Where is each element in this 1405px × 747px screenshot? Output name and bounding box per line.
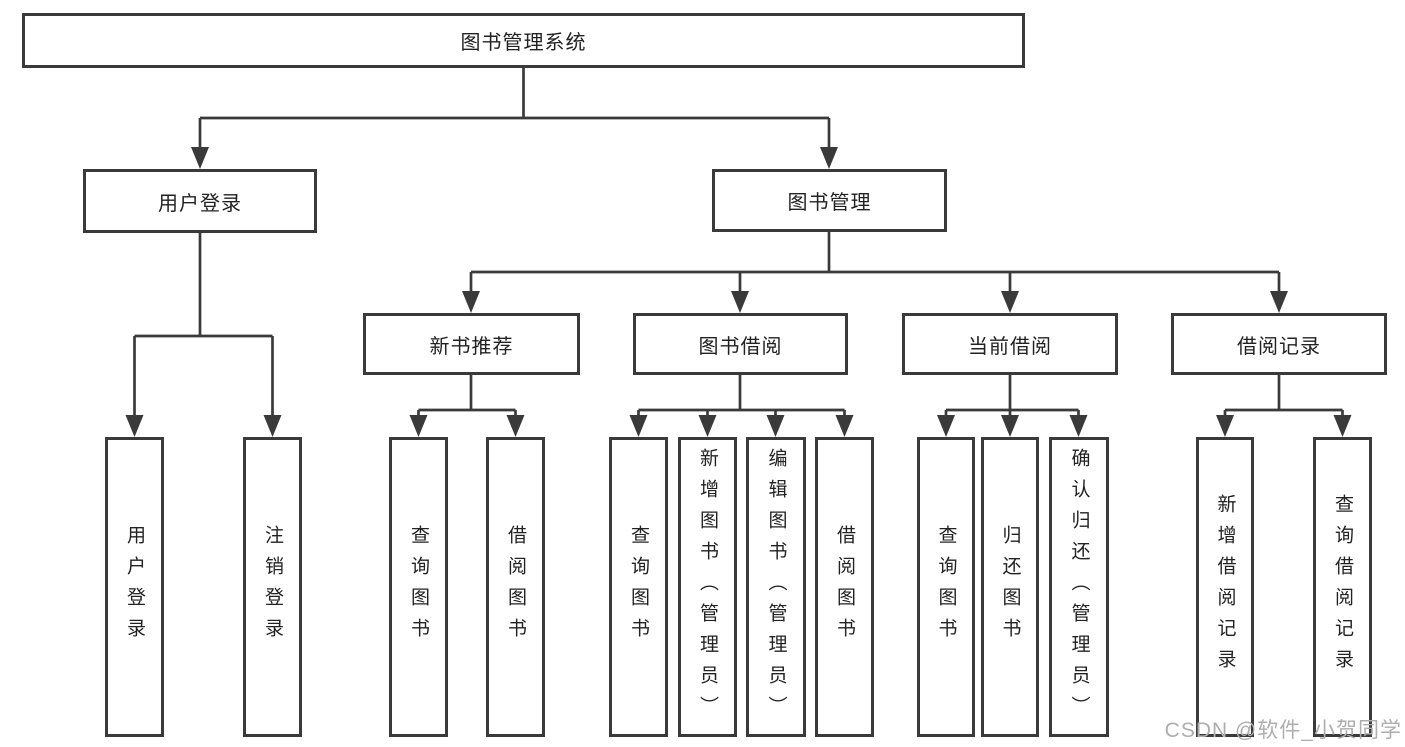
leaf-borrow-books-recommend: 借阅图书 xyxy=(486,437,545,737)
leaf-confirm-return-admin: 确认归还（管理员） xyxy=(1049,437,1109,737)
connector-book-borrow-to-leaves xyxy=(629,375,854,437)
connector-new-book-to-leaves xyxy=(409,375,525,437)
leaf-return-book: 归还图书 xyxy=(981,437,1039,737)
connector-user-login-to-leaves xyxy=(125,233,282,437)
leaf-user-login: 用户登录 xyxy=(105,437,164,737)
leaf-query-books-current: 查询图书 xyxy=(917,437,975,737)
leaf-query-books-borrow: 查询图书 xyxy=(609,437,668,737)
leaf-borrow-books: 借阅图书 xyxy=(815,437,874,737)
node-book-borrowing: 图书借阅 xyxy=(633,313,848,375)
leaf-query-books-recommend: 查询图书 xyxy=(389,437,448,737)
leaf-logout: 注销登录 xyxy=(243,437,302,737)
node-user-login: 用户登录 xyxy=(83,169,317,233)
node-borrowing-records: 借阅记录 xyxy=(1171,313,1387,375)
connector-borrow-record-to-leaves xyxy=(1216,375,1352,437)
leaf-add-borrow-record: 新增借阅记录 xyxy=(1196,437,1254,737)
node-root-system: 图书管理系统 xyxy=(22,13,1025,68)
leaf-edit-book-admin: 编辑图书（管理员） xyxy=(746,437,806,737)
node-new-book-recommend: 新书推荐 xyxy=(363,313,580,375)
csdn-watermark: CSDN @软件_小贺同学 xyxy=(1164,719,1402,742)
connector-root-to-level2 xyxy=(191,68,838,169)
connector-current-borrow-to-leaves xyxy=(937,375,1088,437)
leaf-query-borrow-record: 查询借阅记录 xyxy=(1313,437,1372,737)
connector-book-mgmt-to-level3 xyxy=(462,232,1288,313)
node-current-borrowing: 当前借阅 xyxy=(902,313,1118,375)
node-book-management: 图书管理 xyxy=(712,169,947,232)
leaf-add-book-admin: 新增图书（管理员） xyxy=(678,437,737,737)
